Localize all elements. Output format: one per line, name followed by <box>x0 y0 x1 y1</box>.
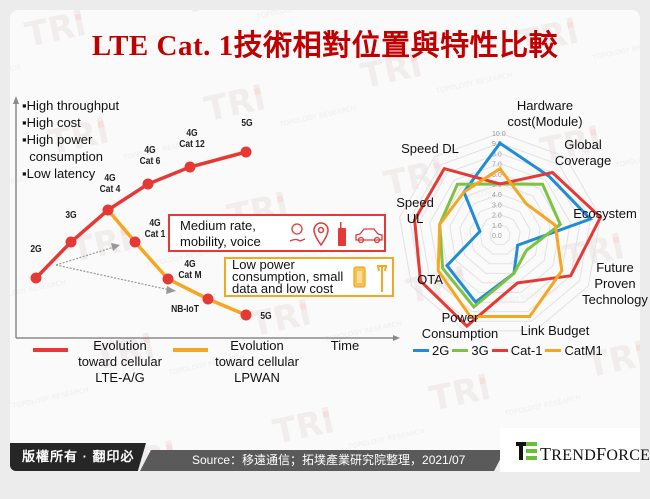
radar-axis-link-budget: Link Budget <box>520 323 590 338</box>
node-label-cat6: 4G Cat 6 <box>139 145 161 167</box>
callout-red-line1: Medium rate, <box>180 218 256 233</box>
svg-text:1.0: 1.0 <box>492 223 502 230</box>
svg-text:3.0: 3.0 <box>492 202 502 209</box>
note-low-latency: ▪Low latency <box>22 166 96 181</box>
node-label-2g: 2G <box>30 244 42 255</box>
callout-orange-line3: data and low cost <box>232 281 334 296</box>
note-high-power: ▪High power <box>22 132 93 147</box>
copyright-badge: 版權所有 · 翻印必究 <box>10 443 146 471</box>
legend-cellular-line1: Evolution <box>93 338 147 353</box>
utility-pole-icon <box>377 265 387 292</box>
legend-2g: 2G <box>432 343 450 358</box>
walkie-talkie-icon <box>338 222 346 246</box>
source-text: Source：移遠通信；拓墣產業研究院整理，2021/07 <box>192 453 466 467</box>
legend-swatch-2g <box>413 349 429 352</box>
legend-cellular-line3: LTE-A/G <box>95 370 145 385</box>
legend-cellular: Evolution toward cellular LTE-A/G <box>70 338 170 386</box>
trendforce-logo-icon <box>516 442 537 460</box>
legend-swatch-3g <box>452 349 469 352</box>
radar-series-3g <box>438 182 563 310</box>
radar-series-catm1 <box>436 166 564 318</box>
legend-lpwan-line3: LPWAN <box>234 370 280 385</box>
svg-text:6.0: 6.0 <box>492 172 502 179</box>
node-label-cat12: 4G Cat 12 <box>179 128 205 150</box>
money-hand-icon <box>289 223 306 242</box>
trendforce-logo: TRENDFORCE <box>500 428 650 472</box>
legend-swatch-lpwan <box>173 348 208 352</box>
svg-text:9.0: 9.0 <box>492 141 502 148</box>
svg-text:7.0: 7.0 <box>492 162 502 169</box>
legend-lpwan: Evolution toward cellular LPWAN <box>207 338 307 386</box>
note-consumption: consumption <box>22 149 103 164</box>
callout-medium-rate: Medium rate, mobility, voice <box>168 214 386 252</box>
node-label-cat1: 4G Cat 1 <box>144 218 166 240</box>
legend-cellular-line2: toward cellular <box>78 354 162 369</box>
radar-axis-global-coverage: Global Coverage <box>554 137 612 168</box>
svg-text:10.0: 10.0 <box>492 131 506 138</box>
svg-text:2.0: 2.0 <box>492 213 502 220</box>
legend-cat1: Cat-1 <box>510 343 543 358</box>
page-title: LTE Cat. 1技術相對位置與特性比較 <box>91 30 559 62</box>
svg-text:0.0: 0.0 <box>492 233 502 240</box>
radar-series-cat-1 <box>413 166 603 329</box>
node-label-cat4: 4G Cat 4 <box>99 173 121 195</box>
svg-text:4.0: 4.0 <box>492 192 502 199</box>
radar-chart: 0.01.02.03.04.05.06.07.08.09.010.0 <box>399 131 603 332</box>
svg-text:8.0: 8.0 <box>492 151 502 158</box>
legend-lpwan-line2: toward cellular <box>215 354 299 369</box>
note-high-throughput: ▪High throughput <box>22 98 120 113</box>
radar-axis-hardware-cost: Hardware cost(Module) <box>507 98 583 129</box>
radar-axis-ota: OTA <box>417 272 443 287</box>
node-label-5g-top: 5G <box>241 118 253 129</box>
car-icon <box>355 228 383 244</box>
legend-swatch-catm1 <box>545 349 562 352</box>
chip-icon <box>353 266 366 288</box>
y-axis-notes: ▪High throughput ▪High cost ▪High power … <box>22 97 119 182</box>
legend-lpwan-line1: Evolution <box>230 338 284 353</box>
note-high-cost: ▪High cost <box>22 115 81 130</box>
radar-legend: 2G 3G Cat-1 CatM1 <box>413 343 603 358</box>
node-label-catm: 4G Cat M <box>178 259 202 281</box>
x-axis-label-time: Time <box>330 338 360 353</box>
trendforce-wordmark: TRENDFORCE <box>540 444 650 464</box>
callout-orange-line1: Low power <box>232 257 295 272</box>
node-label-nbiot: NB-IoT <box>171 304 199 315</box>
legend-swatch-cellular <box>33 348 68 352</box>
radar-axis-ecosystem: Ecosystem <box>573 206 637 221</box>
node-label-5g-bottom: 5G <box>260 311 272 322</box>
callout-orange-line2: consumption, small <box>232 269 344 284</box>
radar-axis-power-consumption: Power Consumption <box>421 310 499 341</box>
source-bar: Source：移遠通信；拓墣產業研究院整理，2021/07 <box>140 450 505 471</box>
callout-red-icons <box>289 222 383 247</box>
callout-orange-icons <box>353 265 387 292</box>
legend-swatch-cat1 <box>491 349 508 352</box>
legend-catm1: CatM1 <box>564 343 603 358</box>
radar-axis-speed-dl: Speed DL <box>401 141 459 156</box>
evolution-diagram <box>13 96 400 341</box>
location-pin-icon <box>313 222 329 247</box>
radar-axis-future-proven: Future Proven Technology <box>582 260 648 307</box>
radar-axis-speed-ul: Speed UL <box>396 195 434 226</box>
node-label-3g: 3G <box>65 210 77 221</box>
callout-red-line2: mobility, voice <box>180 234 261 249</box>
callout-low-power: Low power consumption, small data and lo… <box>224 257 394 297</box>
legend-3g: 3G <box>471 343 489 358</box>
